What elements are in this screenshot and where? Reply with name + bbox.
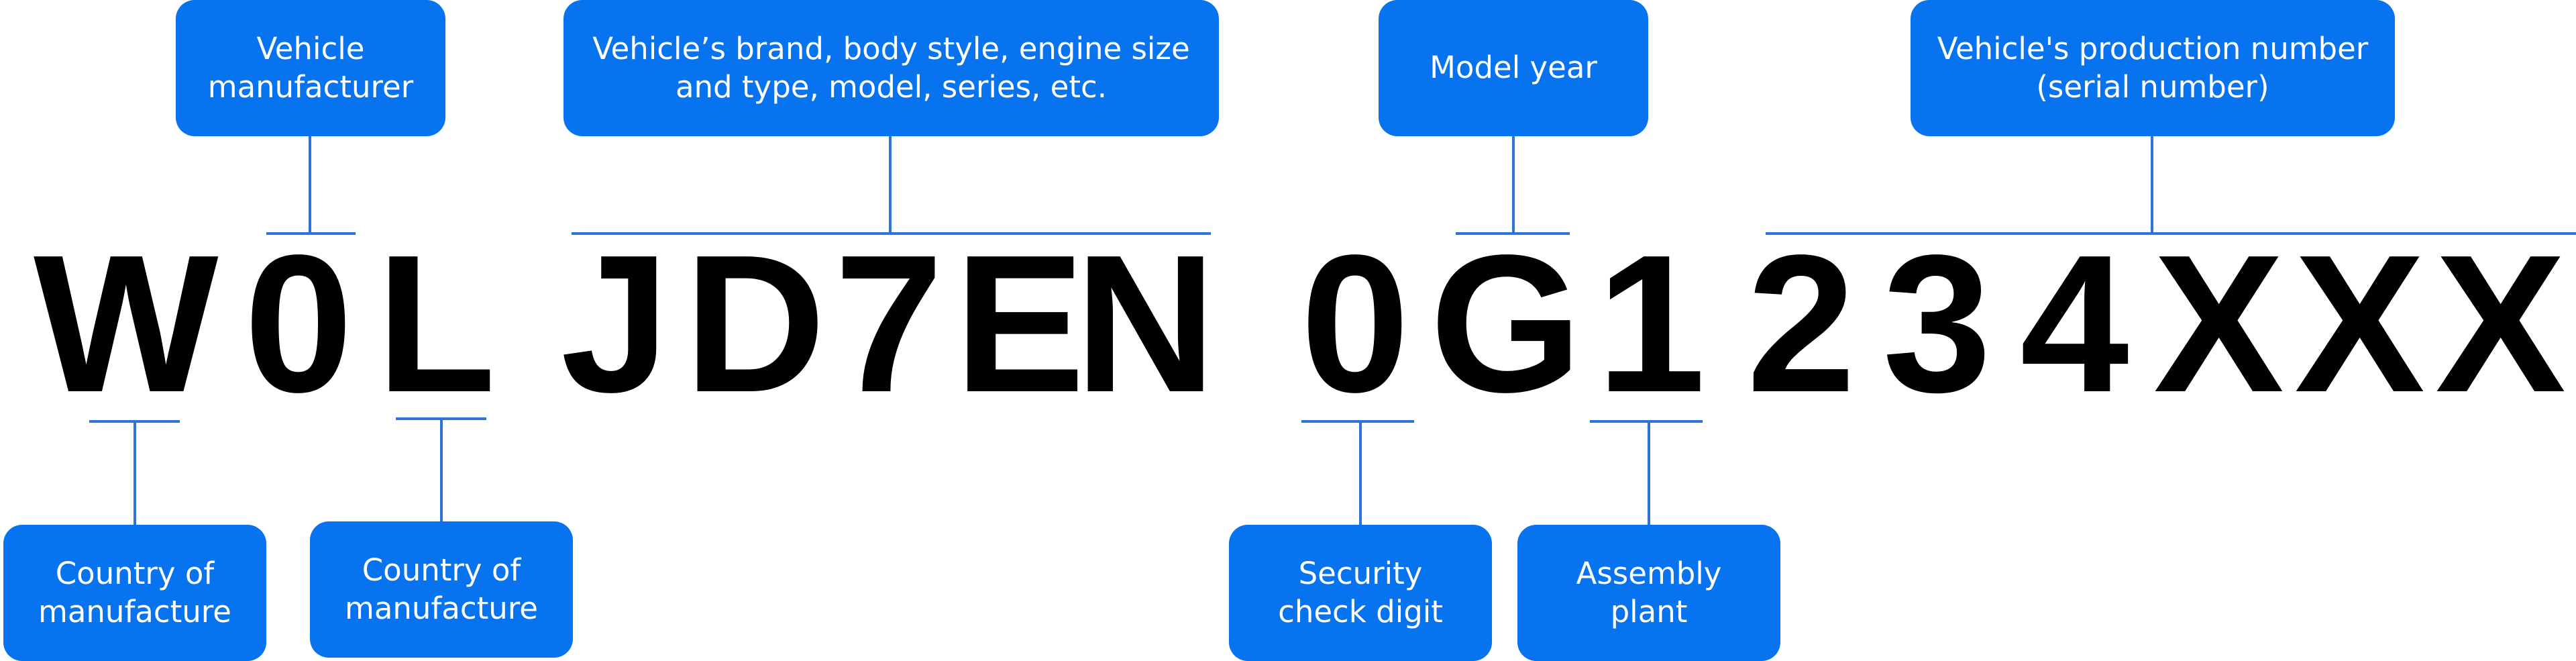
connector-production-stem — [2151, 136, 2153, 234]
label-vehicle-manufacturer-text: Vehicle manufacturer — [207, 31, 414, 105]
label-country-of-manufacture-2: Country of manufacture — [310, 521, 573, 658]
label-country-of-manufacture-2-text: Country of manufacture — [345, 552, 538, 626]
connector-production-bar — [1766, 232, 2576, 235]
vin-char-10: G — [1430, 214, 1582, 433]
connector-model-year-stem — [1512, 136, 1515, 234]
label-assembly-plant: Assembly plant — [1517, 525, 1780, 661]
vin-char-5: D — [684, 214, 826, 433]
connector-brand-stem — [889, 136, 892, 234]
label-brand-body-engine-text: Vehicle’s brand, body style, engine size… — [592, 31, 1190, 105]
connector-security-bar — [1301, 420, 1414, 423]
label-country-of-manufacture-1: Country of manufacture — [3, 525, 266, 661]
vin-char-17: X — [2435, 214, 2566, 433]
label-brand-body-engine: Vehicle’s brand, body style, engine size… — [564, 0, 1219, 136]
vin-char-15: X — [2153, 214, 2284, 433]
connector-assembly-stem — [1648, 420, 1650, 525]
label-production-number: Vehicle's production number (serial numb… — [1911, 0, 2395, 136]
vin-char-3: L — [376, 214, 496, 433]
vin-char-14: 4 — [2020, 214, 2129, 433]
connector-manufacturer-bar — [266, 232, 356, 235]
vin-char-6: 7 — [834, 214, 944, 433]
label-vehicle-manufacturer: Vehicle manufacturer — [176, 0, 445, 136]
vin-char-4: J — [560, 214, 670, 433]
vin-char-9: 0 — [1300, 214, 1410, 433]
connector-country-1-stem — [133, 420, 136, 525]
label-security-check-digit: Security check digit — [1229, 525, 1492, 661]
vin-char-1: W — [34, 214, 219, 433]
connector-security-stem — [1359, 420, 1362, 525]
vin-char-11: 1 — [1597, 214, 1706, 433]
label-model-year-text: Model year — [1430, 50, 1597, 86]
vin-char-16: X — [2294, 214, 2425, 433]
vin-char-13: 3 — [1882, 214, 1992, 433]
label-country-of-manufacture-1-text: Country of manufacture — [38, 556, 231, 629]
connector-country-2-stem — [440, 417, 443, 521]
vin-char-2: 0 — [244, 214, 354, 433]
label-model-year: Model year — [1379, 0, 1648, 136]
connector-brand-bar — [572, 232, 1211, 235]
connector-model-year-bar — [1456, 232, 1570, 235]
label-assembly-plant-text: Assembly plant — [1576, 556, 1722, 629]
label-production-number-text: Vehicle's production number (serial numb… — [1937, 31, 2369, 105]
label-security-check-digit-text: Security check digit — [1278, 556, 1443, 629]
connector-assembly-bar — [1590, 420, 1703, 423]
connector-manufacturer-stem — [309, 136, 311, 234]
vin-char-7: E — [954, 214, 1085, 433]
vin-char-12: 2 — [1746, 214, 1856, 433]
vin-char-8: N — [1075, 214, 1216, 433]
